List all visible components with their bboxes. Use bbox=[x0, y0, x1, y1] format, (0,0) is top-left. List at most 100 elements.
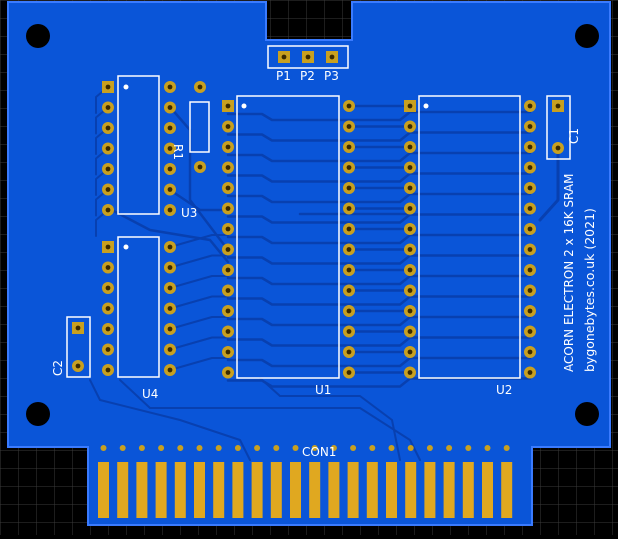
u3-pin-right-3-hole bbox=[167, 125, 173, 131]
u4-pin-right-2-hole bbox=[167, 265, 173, 270]
c1-pad-top-hole bbox=[555, 103, 561, 109]
trace-u4-right-6 bbox=[169, 336, 229, 351]
u3-pin-left-4-hole bbox=[105, 146, 111, 151]
label-r1: R1 bbox=[171, 144, 185, 160]
u4-pin-left-4-hole bbox=[105, 306, 111, 311]
r1-outline bbox=[189, 101, 210, 153]
u3-pin-right-4-hole bbox=[167, 146, 173, 151]
trace-bus-7 bbox=[226, 233, 532, 245]
u2-pin-right-6-hole bbox=[527, 206, 533, 211]
u1-pin-right-1-hole bbox=[346, 103, 352, 109]
u2-pin-left-6-hole bbox=[407, 206, 413, 211]
con1-finger-11 bbox=[290, 462, 301, 518]
con1-via-14 bbox=[350, 445, 357, 451]
mounting-hole-top-left bbox=[26, 24, 50, 48]
u1-outline bbox=[236, 95, 340, 379]
c2-pad-bottom-hole bbox=[75, 363, 81, 369]
mounting-hole-bottom-right bbox=[575, 402, 599, 426]
u1-pin-left-8-hole bbox=[225, 247, 231, 252]
con1-via-3 bbox=[138, 445, 145, 451]
con1-via-5 bbox=[177, 445, 184, 451]
con1-finger-14 bbox=[347, 462, 359, 518]
u3-pin-left-1-hole bbox=[105, 84, 111, 90]
con1-via-4 bbox=[158, 445, 165, 451]
label-p1: P1 bbox=[276, 69, 291, 83]
u1-pin-left-6-hole bbox=[225, 206, 231, 211]
con1-finger-3 bbox=[136, 462, 148, 518]
u2-pin-right-7-hole bbox=[527, 226, 533, 232]
con1-via-22 bbox=[503, 445, 510, 451]
con1-finger-7 bbox=[213, 462, 225, 518]
con1-via-16 bbox=[388, 445, 395, 451]
label-p3: P3 bbox=[324, 69, 339, 83]
con1-finger-13 bbox=[328, 462, 340, 518]
u2-pin-right-12-hole bbox=[527, 329, 533, 334]
u2-pin1-marker bbox=[423, 103, 429, 109]
trace-bus-12 bbox=[226, 336, 532, 347]
u2-pin-left-3-hole bbox=[407, 144, 413, 150]
u2-pin-right-10-hole bbox=[527, 288, 533, 293]
p-header-outline bbox=[267, 45, 349, 69]
trace-bus-1 bbox=[226, 110, 532, 122]
con1-finger-22 bbox=[501, 462, 513, 518]
u1-pin-right-7-hole bbox=[346, 226, 352, 232]
u1-pin-right-12-hole bbox=[346, 329, 352, 334]
mounting-hole-top-right bbox=[575, 24, 599, 48]
board-title-line2: bygonebytes.co.uk (2021) bbox=[582, 208, 597, 372]
u2-pin-right-9-hole bbox=[527, 267, 533, 273]
trace-bus-6 bbox=[226, 213, 532, 224]
u1-pin-left-13-hole bbox=[225, 349, 231, 355]
trace-u3-u1-c bbox=[106, 206, 230, 264]
u4-pin-right-5-hole bbox=[167, 326, 173, 332]
u4-pin-left-3-hole bbox=[105, 285, 111, 291]
con1-finger-4 bbox=[155, 462, 167, 518]
con1-finger-6 bbox=[194, 462, 205, 518]
u4-pin-right-4-hole bbox=[167, 306, 173, 311]
con1-finger-17 bbox=[405, 462, 417, 518]
u1-pin-right-10-hole bbox=[346, 288, 352, 293]
con1-finger-9 bbox=[251, 462, 263, 518]
r1-pad-bottom-hole bbox=[197, 164, 203, 170]
con1-via-20 bbox=[465, 445, 472, 451]
u4-pin-right-1-hole bbox=[167, 244, 173, 250]
label-u2: U2 bbox=[496, 383, 512, 397]
u1-pin-left-10-hole bbox=[225, 288, 231, 293]
trace-bus-4 bbox=[226, 172, 532, 183]
con1-finger-18 bbox=[424, 462, 436, 518]
con1-finger-12 bbox=[309, 462, 321, 518]
u4-outline bbox=[117, 236, 160, 378]
trace-bus-3 bbox=[226, 151, 532, 163]
u4-pin-right-7-hole bbox=[167, 367, 173, 373]
con1-via-19 bbox=[446, 445, 453, 451]
u4-pin-left-6-hole bbox=[105, 347, 111, 352]
u3-pin-right-1-hole bbox=[167, 84, 173, 90]
u2-pin-left-12-hole bbox=[407, 329, 413, 334]
u1-pin-right-8-hole bbox=[346, 247, 352, 252]
con1-via-13 bbox=[330, 445, 337, 451]
u2-pin-left-2-hole bbox=[407, 124, 413, 129]
u4-pin-left-1-hole bbox=[105, 244, 111, 250]
con1-via-8 bbox=[234, 445, 241, 451]
u2-pin-right-14-hole bbox=[527, 370, 533, 375]
u2-pin-right-4-hole bbox=[527, 165, 533, 170]
trace-to-edge-c bbox=[259, 377, 401, 461]
u2-pin-left-4-hole bbox=[407, 165, 413, 170]
u3-pin-left-7-hole bbox=[105, 207, 111, 213]
u3-pin1-marker bbox=[123, 84, 129, 90]
u4-pin-left-2-hole bbox=[105, 265, 111, 270]
con1-finger-15 bbox=[366, 462, 378, 518]
u4-pin-right-6-hole bbox=[167, 347, 173, 352]
c1-pad-bottom-hole bbox=[555, 145, 561, 151]
con1-via-11 bbox=[292, 445, 299, 451]
u3-pin-right-7-hole bbox=[167, 207, 173, 213]
mounting-holes bbox=[26, 24, 599, 426]
con1-via-10 bbox=[273, 445, 280, 451]
u4-pin-left-7-hole bbox=[105, 367, 111, 373]
con1-finger-1 bbox=[98, 462, 109, 518]
con1-finger-10 bbox=[270, 462, 282, 518]
con1-finger-8 bbox=[232, 462, 244, 518]
label-p2: P2 bbox=[300, 69, 315, 83]
u1-pin-right-6-hole bbox=[346, 206, 352, 211]
